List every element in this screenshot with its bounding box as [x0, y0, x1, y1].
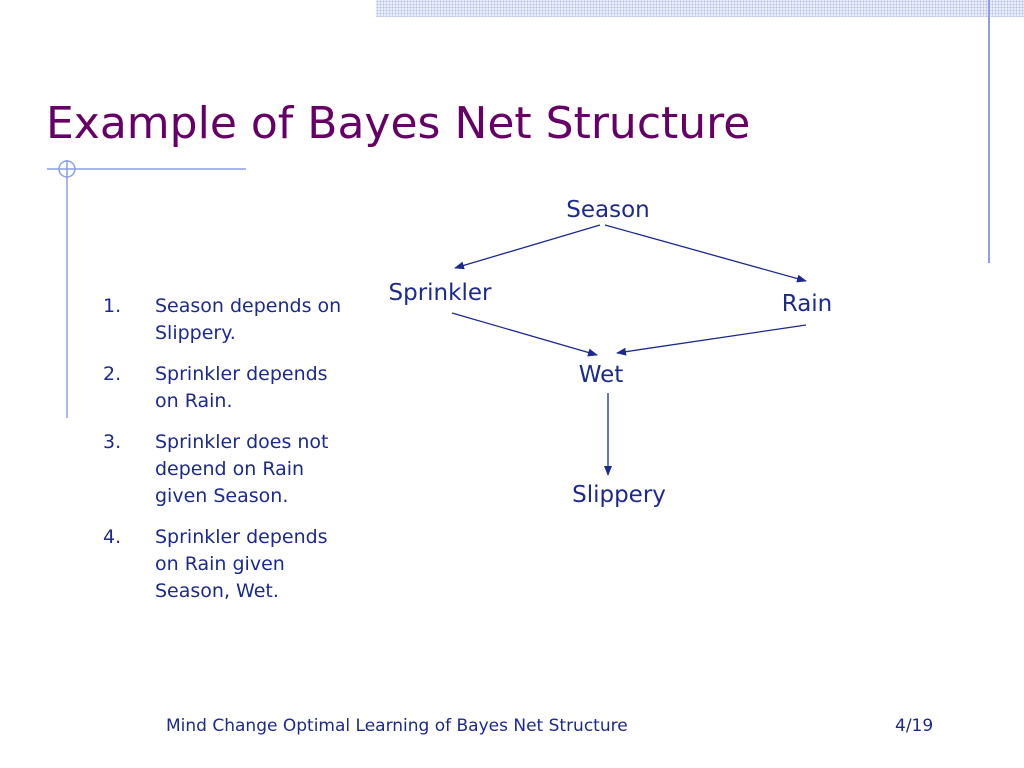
statement-text: Sprinkler depends on Rain.	[155, 363, 328, 412]
statement-text: Season depends on Slippery.	[155, 295, 342, 344]
statement-number: 2.	[103, 363, 122, 385]
top-decorative-band	[376, 0, 1024, 17]
statement-item: 4. Sprinkler depends on Rain given Seaso…	[103, 524, 353, 605]
statement-item: 1. Season depends on Slippery.	[103, 293, 353, 347]
statement-text: Sprinkler depends on Rain given Season, …	[155, 526, 328, 602]
edge-sprinkler-wet	[451, 312, 598, 357]
statement-list: 1. Season depends on Slippery. 2. Sprink…	[103, 293, 353, 619]
slide-title: Example of Bayes Net Structure	[46, 98, 751, 149]
rule-junction-circle	[58, 160, 76, 178]
node-sprinkler: Sprinkler	[389, 280, 492, 306]
edge-season-rain	[604, 224, 807, 283]
statement-item: 3. Sprinkler does not depend on Rain giv…	[103, 429, 353, 510]
page-number: 4/19	[895, 716, 934, 736]
statement-number: 3.	[103, 431, 122, 453]
statement-number: 4.	[103, 526, 122, 548]
edge-season-sprinkler	[454, 224, 601, 270]
statement-item: 2. Sprinkler depends on Rain.	[103, 361, 353, 415]
node-slippery: Slippery	[572, 482, 666, 508]
statement-number: 1.	[103, 295, 122, 317]
node-rain: Rain	[782, 291, 833, 317]
node-season: Season	[566, 197, 649, 223]
edge-rain-wet	[616, 324, 807, 356]
statement-text: Sprinkler does not depend on Rain given …	[155, 431, 329, 507]
node-wet: Wet	[579, 362, 624, 388]
footer-title: Mind Change Optimal Learning of Bayes Ne…	[166, 716, 628, 736]
